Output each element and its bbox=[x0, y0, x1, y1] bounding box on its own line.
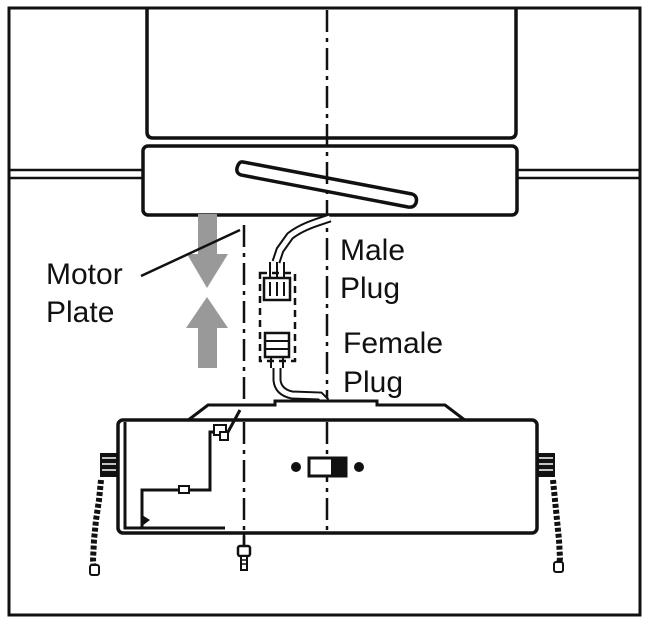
bracket-slot bbox=[235, 160, 419, 209]
connector-dashed-box bbox=[258, 271, 297, 363]
right-pull-chain bbox=[537, 453, 564, 573]
motor-plate-label-line1: Motor bbox=[46, 258, 123, 291]
reverse-switch bbox=[291, 456, 364, 478]
left-pull-chain bbox=[89, 453, 118, 576]
motor-top bbox=[186, 399, 467, 423]
diagram-frame bbox=[7, 6, 642, 617]
canopy bbox=[145, 8, 518, 140]
motor-plate-leader bbox=[140, 228, 241, 278]
mounting-screw bbox=[236, 544, 252, 571]
male-plug-label-line2: Plug bbox=[340, 272, 400, 305]
down-arrow bbox=[187, 214, 228, 288]
female-plug-label-line2: Plug bbox=[343, 366, 403, 399]
up-arrow bbox=[186, 297, 228, 368]
male-plug-label-line1: Male bbox=[340, 234, 405, 267]
female-plug-label-line1: Female bbox=[343, 327, 443, 360]
male-plug bbox=[262, 262, 292, 302]
motor-plate-label-line2: Plate bbox=[46, 296, 114, 329]
mounting-bracket bbox=[141, 144, 519, 217]
female-plug bbox=[263, 331, 291, 368]
internal-wiring bbox=[123, 409, 242, 530]
ceiling-lines bbox=[9, 168, 640, 180]
